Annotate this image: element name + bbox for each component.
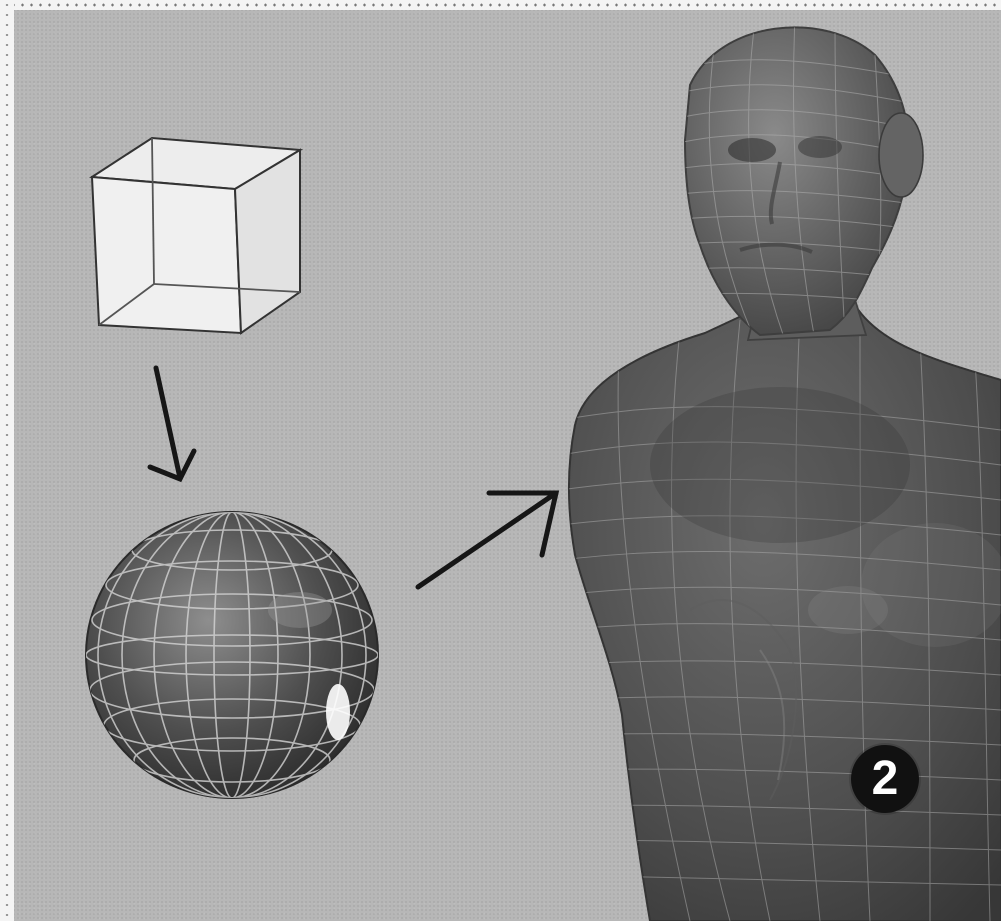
human-mesh-figure: [560, 15, 1001, 921]
arrow-up-right-icon: [418, 493, 556, 587]
arrow-down-icon: [150, 368, 194, 479]
sphere-wireframe-icon: [86, 512, 378, 798]
step-number-badge: 2: [851, 745, 919, 813]
cube-wireframe-icon: [92, 138, 300, 333]
print-border-top: [0, 0, 1001, 10]
print-border-left: [0, 0, 14, 921]
